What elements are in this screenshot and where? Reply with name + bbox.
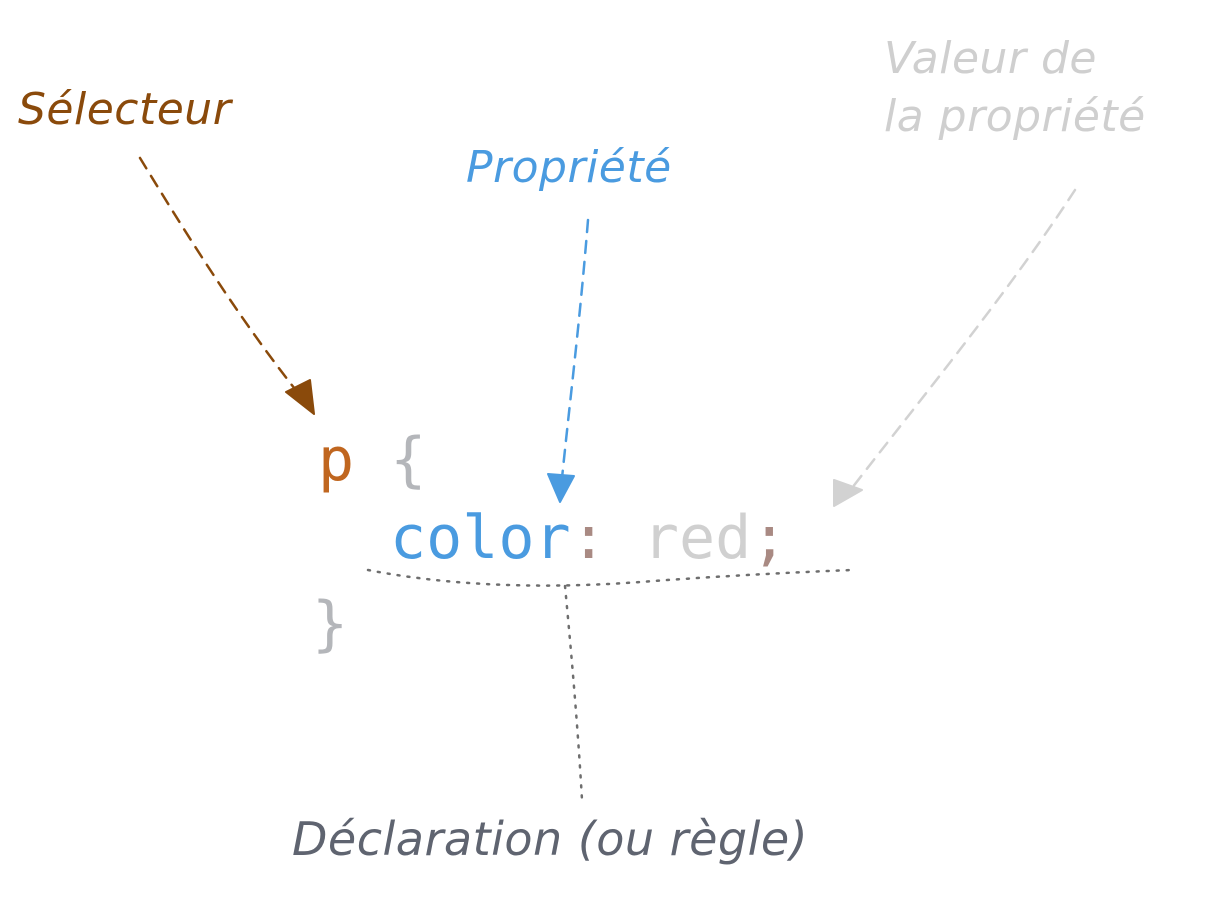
code-line-close: }: [312, 584, 348, 664]
code-property: color: [390, 503, 571, 573]
declaration-dotted-curve: [366, 568, 854, 587]
value-label-line1: Valeur de: [884, 33, 1098, 84]
code-colon: :: [570, 503, 607, 573]
selector-label: Sélecteur: [18, 84, 232, 135]
declaration-label: Déclaration (ou règle): [292, 812, 809, 866]
code-value: red: [642, 503, 752, 573]
property-arrowhead: [547, 473, 575, 503]
value-label: Valeur de la propriété: [884, 30, 1146, 146]
code-line-declaration: color: red;: [390, 498, 787, 578]
value-arrow: [850, 188, 1077, 490]
property-label: Propriété: [466, 142, 672, 193]
code-selector: p: [318, 425, 355, 495]
value-label-line2: la propriété: [884, 91, 1146, 142]
selector-arrowhead: [285, 379, 315, 415]
property-arrow: [560, 218, 590, 480]
code-line-selector: p {: [318, 420, 426, 500]
declaration-dotted-stem: [563, 584, 584, 802]
value-arrowhead: [833, 479, 863, 507]
code-semicolon: ;: [751, 503, 788, 573]
code-close-brace: }: [312, 589, 349, 659]
code-open-brace: {: [390, 425, 427, 495]
selector-arrow: [138, 156, 304, 400]
